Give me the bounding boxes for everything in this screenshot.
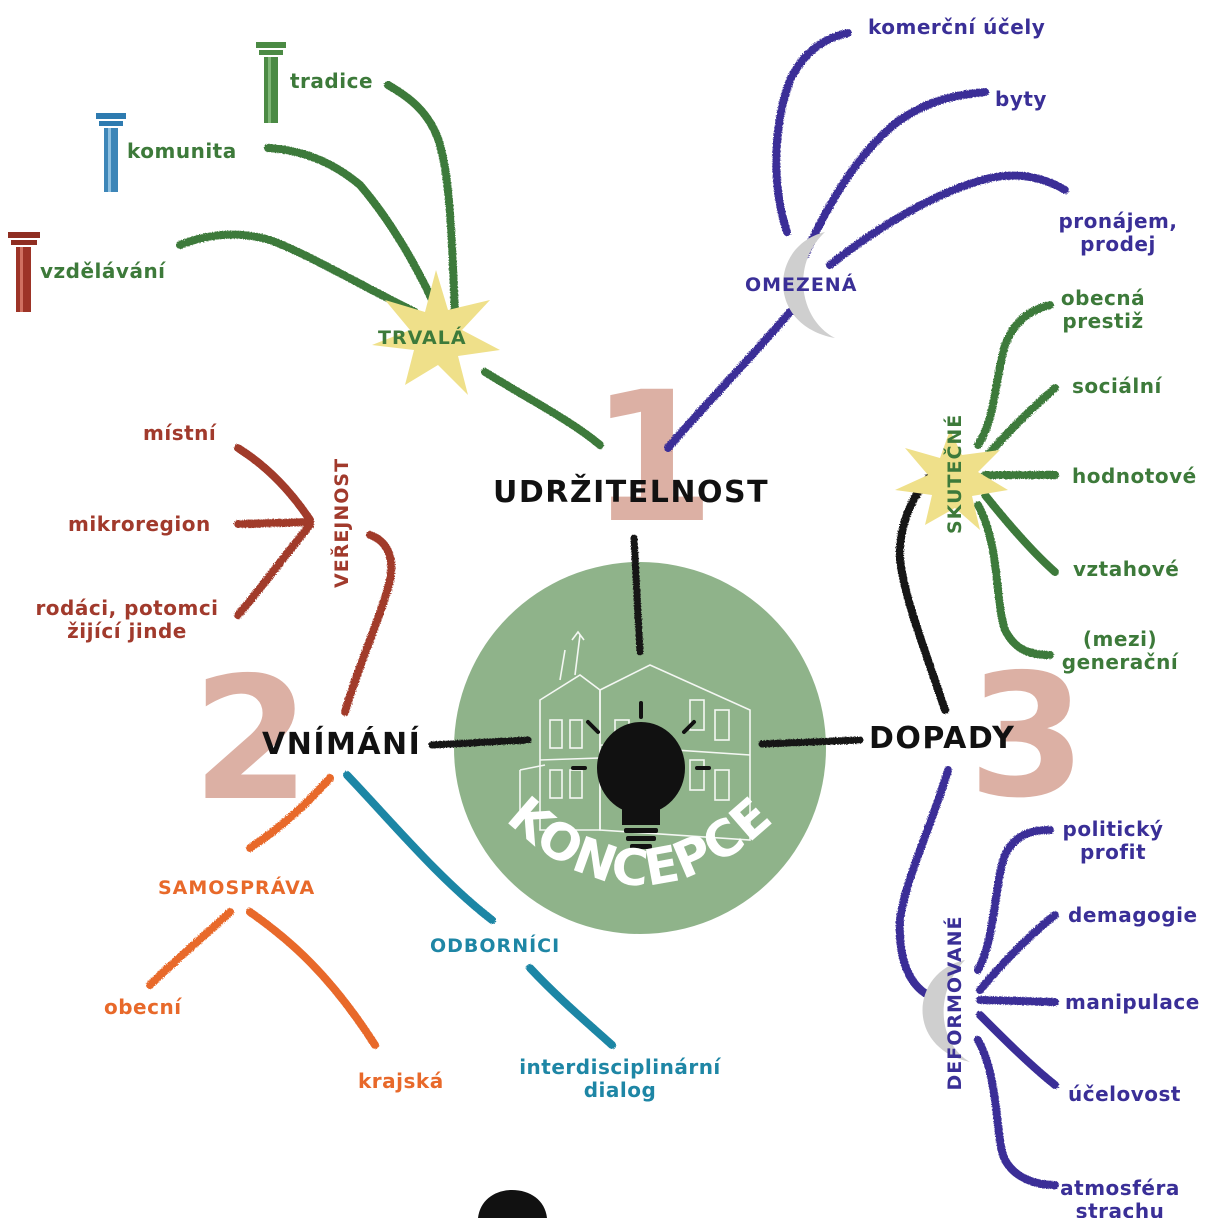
omezena-moon-icon [783, 232, 835, 338]
byty-label: byty [995, 87, 1047, 111]
interdisciplinarni-dialog-label: interdisciplinární dialog [519, 1055, 721, 1102]
ucelovost-label: účelovost [1068, 1082, 1181, 1106]
deformovane-links [974, 826, 1059, 1189]
column-icon-red [8, 232, 40, 312]
skutecne-label: SKUTEČNÉ [944, 413, 966, 534]
udrzitelnost-title: UDRŽITELNOST [493, 475, 770, 510]
lightbulb-icon [571, 701, 711, 849]
odbornici-links [343, 771, 616, 1049]
skutecne-connector [895, 474, 949, 714]
odbornici-label: ODBORNÍCI [430, 935, 561, 957]
column-icon-green [256, 42, 286, 123]
deformovane-label: DEFORMOVANÉ [944, 915, 966, 1091]
bottom-tab [478, 1190, 547, 1218]
vzdelavani-label: vzdělávání [40, 259, 166, 283]
number-2: 2 [192, 641, 310, 839]
mikroregion-label: mikroregion [68, 512, 211, 536]
samosprava-label: SAMOSPRÁVA [158, 877, 316, 899]
rodaci-label: rodáci, potomci žijící jinde [35, 596, 219, 643]
vztahove-label: vztahové [1073, 557, 1180, 581]
skutecne-links [974, 301, 1059, 659]
column-icon-blue [96, 113, 126, 192]
number-3: 3 [968, 638, 1086, 836]
komunita-label: komunita [127, 139, 237, 163]
politicky-profit-label: politický profit [1062, 817, 1164, 864]
trvala-star-icon [372, 270, 500, 395]
number-1: 1 [590, 354, 715, 563]
deformovane-moon-icon [922, 960, 970, 1062]
pronajem-prodej-label: pronájem, prodej [1058, 209, 1178, 256]
hodnotove-label: hodnotové [1072, 464, 1197, 488]
krajska-label: krajská [358, 1069, 444, 1093]
omezena-links [664, 29, 1069, 452]
trvala-label: TRVALÁ [378, 327, 467, 349]
vnimani-title: VNÍMÁNÍ [262, 727, 422, 762]
tradice-label: tradice [290, 69, 374, 93]
demagogie-label: demagogie [1068, 903, 1198, 927]
verejnost-links [234, 444, 396, 716]
verejnost-label: VEŘEJNOST [331, 457, 353, 588]
dopady-title: DOPADY [869, 721, 1016, 756]
komercni-ucely-label: komerční účely [868, 15, 1046, 39]
mistni-label: místní [143, 421, 217, 445]
mezigeneracni-label: (mezi) generační [1061, 627, 1179, 674]
atmosfera-strachu-label: atmosféra strachu [1060, 1176, 1180, 1218]
obecna-prestiz-label: obecná prestiž [1060, 286, 1146, 333]
socialni-label: sociální [1072, 374, 1162, 398]
samosprava-links [146, 774, 379, 1049]
deformovane-connector [895, 766, 952, 999]
manipulace-label: manipulace [1065, 990, 1200, 1014]
center-connectors [428, 534, 864, 749]
obecni-label: obecní [104, 995, 182, 1019]
omezena-label: OMEZENÁ [745, 274, 858, 296]
trvala-links [176, 81, 604, 449]
skutecne-star-icon [895, 430, 1008, 530]
